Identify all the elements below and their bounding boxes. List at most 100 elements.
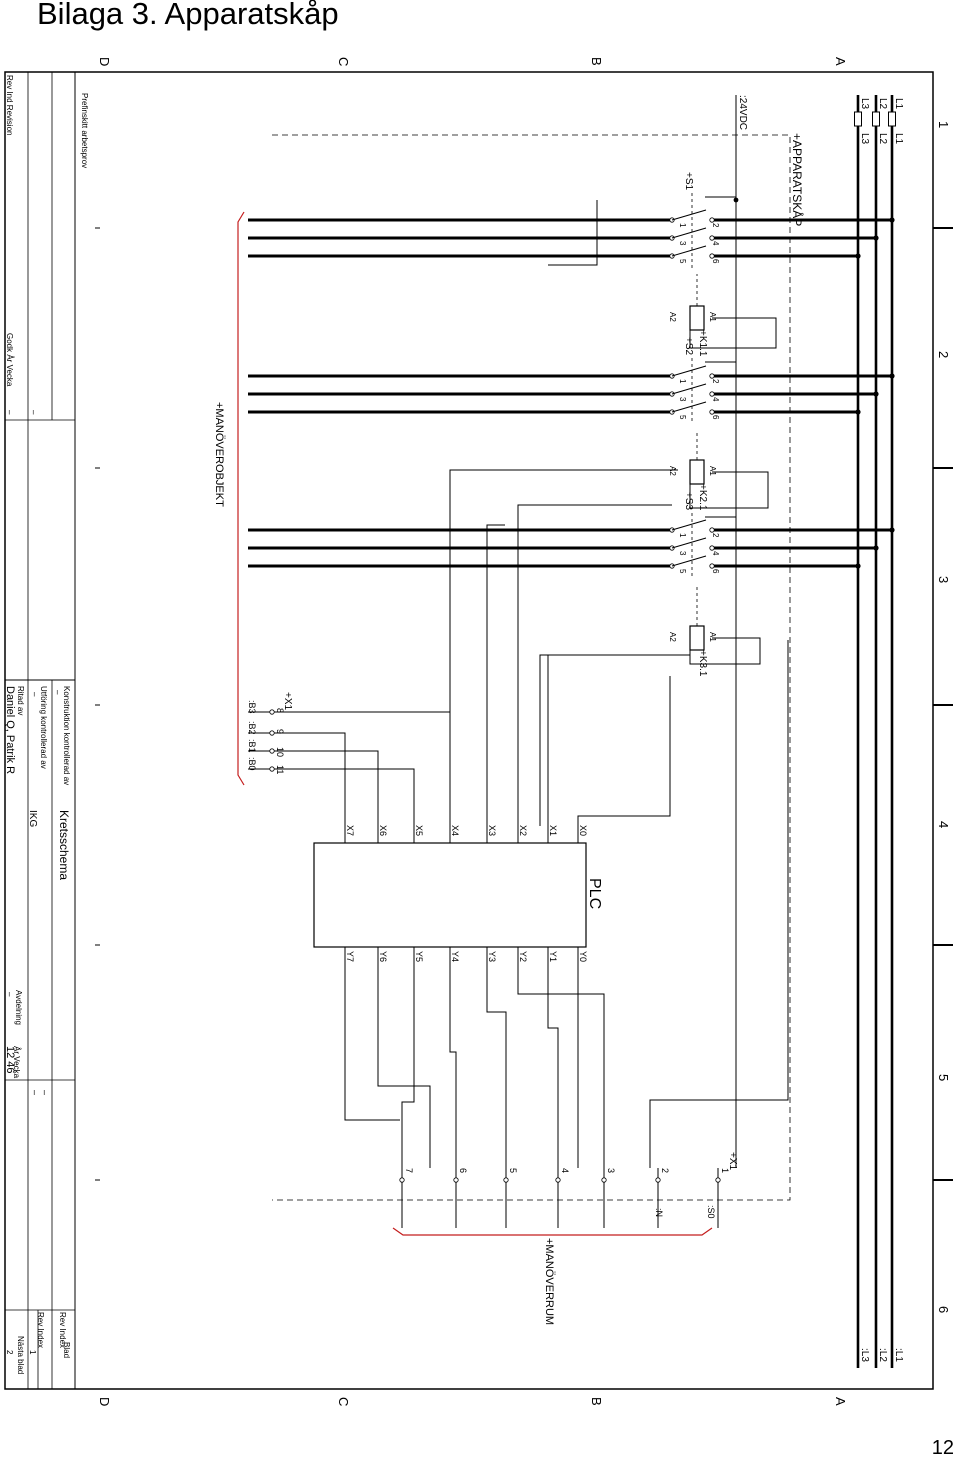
phase-label: L1: [893, 98, 904, 110]
plc-input-label: X0: [578, 825, 588, 836]
phase-label: L1: [893, 133, 904, 145]
room-terminal-number: 1: [720, 1168, 730, 1173]
page-number: 12: [931, 1437, 954, 1459]
phase-label: L3: [859, 98, 870, 110]
title-block-dash: –: [30, 1090, 40, 1095]
grid-column-label: 6: [936, 1306, 951, 1313]
switch-contact-point: [709, 217, 715, 223]
plc-output-label: Y7: [345, 951, 355, 962]
page-title: Bilaga 3. Apparatskåp: [37, 0, 339, 31]
switch-contact-point: [709, 235, 715, 241]
switch-contact-point: [709, 409, 715, 415]
design-checked-value: –: [53, 690, 62, 695]
supply-label: :24VDC: [737, 95, 748, 130]
switch-contact-point: [709, 391, 715, 397]
plc-label: PLC: [586, 878, 603, 909]
coil-pin-label: A2: [668, 466, 677, 476]
switch-contact-point: [709, 253, 715, 259]
plc-input-label: X7: [345, 825, 355, 836]
rev-index-label: Rev Index: [58, 1312, 67, 1348]
next-sheet-label: Nästa blad: [16, 1336, 25, 1374]
drawing-frame: [4, 71, 934, 1390]
plc-output-label: Y1: [548, 951, 558, 962]
coil-pin-label: A1: [708, 632, 717, 642]
execution-checked-label: Utföring kontrollerad av: [39, 686, 48, 769]
plc-input-wire: [577, 676, 671, 826]
phase-label: L3: [859, 133, 870, 145]
switch-pin-label: 5: [678, 415, 687, 420]
object-bracket: [237, 211, 245, 786]
plc-input-wire: [540, 654, 549, 826]
plc-input-label: X5: [414, 825, 424, 836]
rev-index-label: Rev Index: [36, 1312, 45, 1348]
switch-pin-label: 6: [711, 415, 720, 420]
contactor-label: +K1.1: [697, 330, 708, 357]
design-checked-label: Konstruktion kontrollerad av: [62, 686, 71, 785]
switch-contact: [671, 537, 707, 549]
title-block-sign-labels: Godk År Vecka: [5, 333, 14, 387]
room-terminal-number: 5: [508, 1168, 518, 1173]
phase-label: L2: [877, 133, 888, 145]
plc-output-wire: [401, 964, 415, 1168]
coil-pin-label: A1: [708, 466, 717, 476]
room-bracket: [392, 1227, 713, 1236]
switch-contact: [671, 245, 707, 257]
switch-contact: [671, 555, 707, 567]
phase-tap-dot: [889, 527, 895, 533]
sheet-value: 1: [28, 1350, 37, 1355]
grid-row-label: A: [833, 57, 848, 66]
grid-column-label: 2: [936, 351, 951, 358]
room-terminal-point: [453, 1177, 459, 1183]
phase-label: :L1: [893, 1348, 904, 1362]
object-location-label: +MANÖVEROBJEKT: [213, 402, 225, 507]
switch-pin-label: 3: [678, 551, 687, 556]
room-terminal-number: 3: [606, 1168, 616, 1173]
room-terminal-number: 2: [660, 1168, 670, 1173]
year-week-value: 12 46: [4, 1046, 16, 1074]
terminal-point: [269, 709, 275, 715]
plc-output-label: Y5: [414, 951, 424, 962]
plc-input-wire: [449, 469, 678, 826]
plc-output-label: Y6: [378, 951, 388, 962]
terminal-number-label: 10: [275, 747, 285, 757]
terminal-signal-label: :B0: [247, 757, 257, 771]
phase-tap-dot: [889, 217, 895, 223]
department-value: IKG: [27, 810, 38, 827]
switch-pin-label: 2: [711, 379, 720, 384]
title-block-dash: –: [5, 410, 14, 415]
coil-return-wire: [689, 317, 777, 349]
phase-tap-dot: [855, 253, 861, 259]
title-block-rev-labels: Rev Ind Revision: [5, 75, 14, 135]
coil-pin-label: A1: [708, 312, 717, 322]
division-value: –: [5, 992, 14, 997]
contactor-label: +K3.1: [697, 650, 708, 677]
phase-tap-dot: [873, 391, 879, 397]
terminal-number-label: 11: [275, 765, 285, 774]
switch-pin-label: 1: [678, 223, 687, 228]
plc-input-wire: [517, 504, 672, 826]
room-terminal-signal: :S0: [706, 1205, 716, 1219]
plc-output-wire: [344, 964, 400, 1121]
terminal-signal-label: :B3: [247, 700, 257, 714]
drawing-title: Kretsschema: [57, 810, 71, 880]
fuse-icon: [872, 111, 880, 127]
title-block-dash: –: [40, 1090, 50, 1095]
plc-input-label: X3: [487, 825, 497, 836]
switch-pin-label: 3: [678, 241, 687, 246]
switch-label: +S3: [683, 492, 694, 511]
junction-dot: [733, 197, 739, 203]
division-label: Avdelning: [14, 990, 23, 1025]
title-block-frame: [4, 71, 76, 1390]
terminal-signal-label: :B1: [247, 739, 257, 753]
fuse-icon: [854, 111, 862, 127]
contactor-label: +K2.1: [697, 484, 708, 511]
switch-pin-label: 1: [678, 533, 687, 538]
room-terminal-number: 4: [560, 1168, 570, 1173]
switch-pin-label: 1: [678, 379, 687, 384]
coil-pin-label: A2: [668, 632, 677, 642]
fuse-icon: [888, 111, 896, 127]
plc-input-wire: [272, 750, 379, 826]
phase-label: L2: [877, 98, 888, 110]
terminal-number-label: 8: [275, 708, 285, 713]
plc-output-wire: [377, 964, 431, 1168]
